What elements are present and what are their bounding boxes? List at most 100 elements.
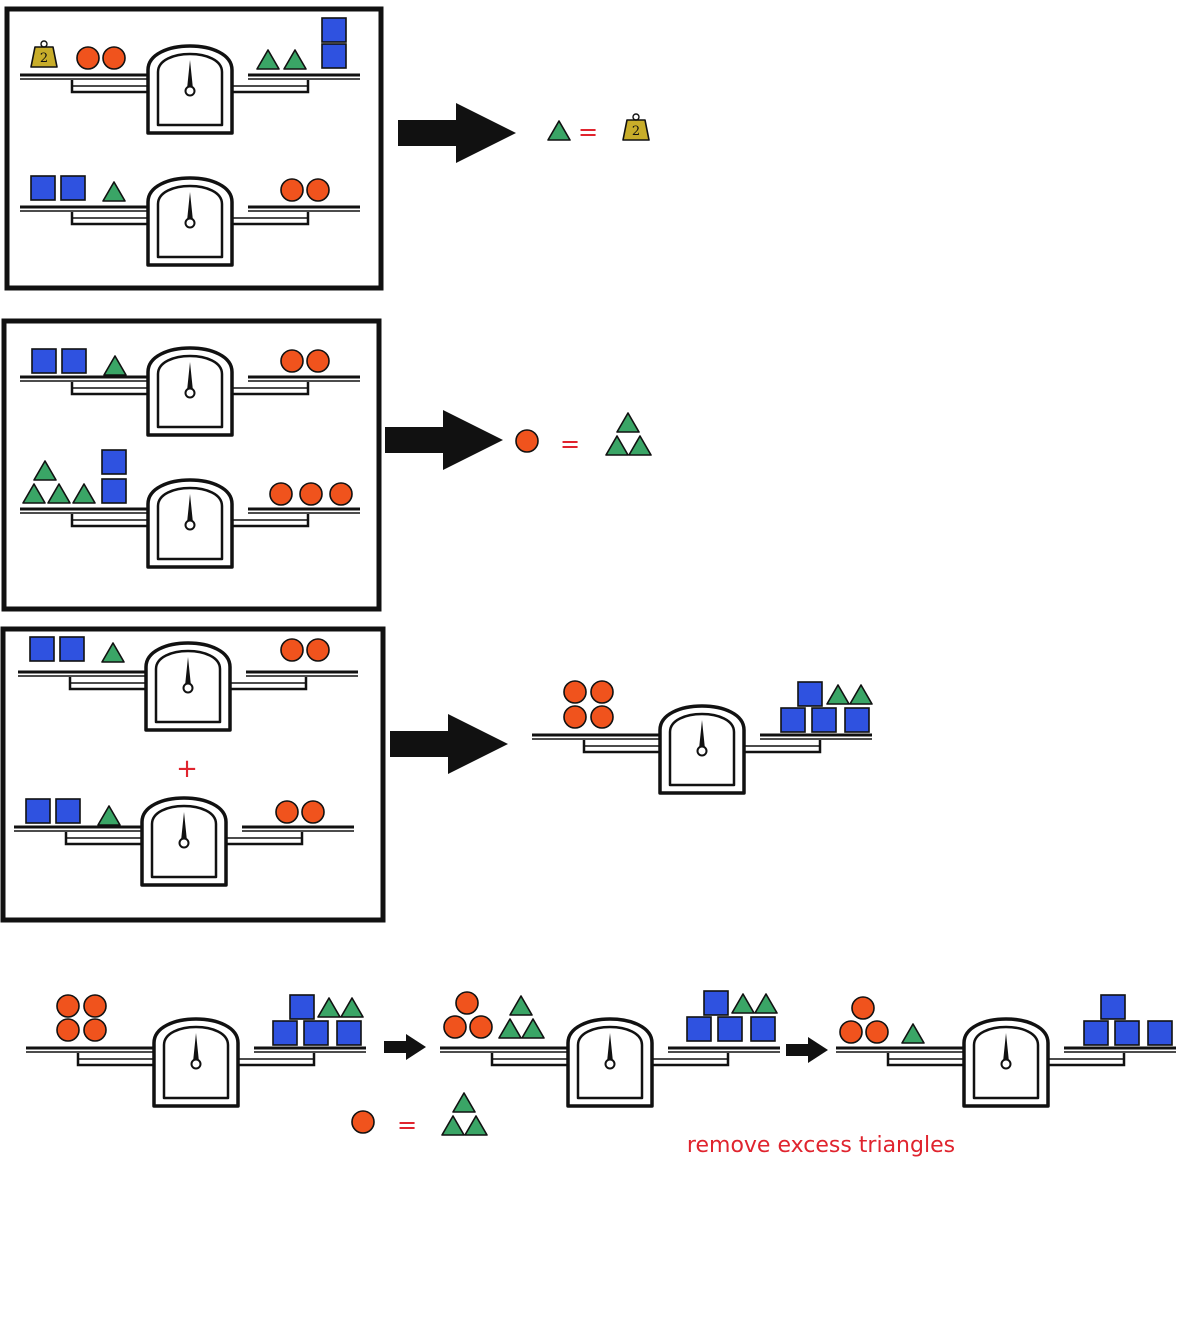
- square-token-icon: [321, 43, 347, 69]
- panel-1-frame: [4, 6, 384, 291]
- circle-token-icon: [299, 482, 323, 506]
- square-token-icon: [30, 175, 56, 201]
- triangle-token-icon: [547, 120, 571, 141]
- step-2-left-pan: [443, 991, 545, 1039]
- step-3-left-pan: [839, 996, 925, 1044]
- arrow-right-icon: [398, 103, 516, 163]
- equals-sign: =: [397, 1111, 417, 1139]
- square-token-icon: [1147, 1020, 1173, 1046]
- arrow-right-icon: [385, 410, 503, 470]
- circle-token-icon: [83, 994, 107, 1018]
- circle-token-icon: [469, 1015, 493, 1039]
- triangle-token-icon: [498, 1018, 522, 1039]
- panel-1-result: =: [547, 113, 650, 146]
- triangle-token-icon: [47, 483, 71, 504]
- triangle-token-icon: [731, 993, 755, 1014]
- equals-sign: =: [578, 118, 598, 146]
- panel-3-result-left-pan: [563, 680, 614, 729]
- triangle-token-icon: [317, 997, 341, 1018]
- square-token-icon: [31, 348, 57, 374]
- circle-token-icon: [306, 638, 330, 662]
- panel-3-frame: [0, 626, 386, 923]
- square-token-icon: [717, 1016, 743, 1042]
- arrow-right-icon: [786, 1037, 828, 1063]
- square-token-icon: [1114, 1020, 1140, 1046]
- panel-3-scale-bottom-left-pan: [25, 798, 121, 826]
- triangle-token-icon: [452, 1092, 476, 1113]
- weight-icon: [622, 113, 650, 141]
- circle-token-icon: [56, 994, 80, 1018]
- circle-token-icon: [306, 178, 330, 202]
- triangle-token-icon: [616, 412, 640, 433]
- panel-1-scale-top-left-pan: [30, 40, 126, 70]
- square-token-icon: [59, 636, 85, 662]
- square-token-icon: [1083, 1020, 1109, 1046]
- step-2-right-pan: [686, 990, 778, 1042]
- step-caption: remove excess triangles: [687, 1133, 955, 1158]
- triangle-token-icon: [103, 355, 127, 376]
- panel-2-frame: [1, 318, 382, 612]
- step-hint: =: [351, 1092, 488, 1139]
- step-1-left-pan: [56, 994, 107, 1042]
- three-triangles: [441, 1092, 488, 1136]
- step-3-right-pan: [1083, 994, 1173, 1046]
- arrow-right-icon: [384, 1034, 426, 1060]
- square-token-icon: [1100, 994, 1126, 1020]
- triangle-token-icon: [826, 684, 850, 705]
- circle-token-icon: [76, 46, 100, 70]
- three-triangles: [605, 412, 652, 456]
- circle-token-icon: [851, 996, 875, 1020]
- triangle-token-icon: [102, 181, 126, 202]
- square-token-icon: [289, 994, 315, 1020]
- triangle-token-icon: [22, 483, 46, 504]
- triangle-token-icon: [283, 49, 307, 70]
- circle-token-icon: [56, 1018, 80, 1042]
- square-token-icon: [25, 798, 51, 824]
- circle-token-icon: [301, 800, 325, 824]
- circle-token-icon: [515, 429, 539, 453]
- triangle-token-icon: [33, 460, 57, 481]
- panel-3-scale-top-left-pan: [29, 636, 125, 663]
- panel-3-scale-bottom-right-pan: [275, 800, 325, 824]
- triangle-token-icon: [441, 1115, 465, 1136]
- circle-token-icon: [280, 638, 304, 662]
- square-token-icon: [336, 1020, 362, 1046]
- triangle-token-icon: [754, 993, 778, 1014]
- panel-1-scale-top: [18, 44, 362, 135]
- square-token-icon: [61, 348, 87, 374]
- circle-token-icon: [329, 482, 353, 506]
- triangle-token-icon: [340, 997, 364, 1018]
- circle-token-icon: [102, 46, 126, 70]
- square-token-icon: [811, 707, 837, 733]
- triangle-token-icon: [97, 805, 121, 826]
- triangle-token-icon: [101, 642, 125, 663]
- square-token-icon: [321, 17, 347, 43]
- circle-token-icon: [280, 178, 304, 202]
- square-token-icon: [703, 990, 729, 1016]
- circle-token-icon: [839, 1020, 863, 1044]
- square-token-icon: [844, 707, 870, 733]
- square-token-icon: [750, 1016, 776, 1042]
- panel-2-scale-bottom-left-pan: [22, 449, 127, 504]
- circle-token-icon: [455, 991, 479, 1015]
- panel-1-scale-bottom-left-pan: [30, 175, 126, 202]
- square-token-icon: [101, 449, 127, 475]
- plus-sign: +: [176, 754, 198, 784]
- triangle-token-icon: [849, 684, 873, 705]
- triangle-token-icon: [256, 49, 280, 70]
- square-token-icon: [272, 1020, 298, 1046]
- circle-token-icon: [563, 680, 587, 704]
- step-1-right-pan: [272, 994, 364, 1046]
- square-token-icon: [686, 1016, 712, 1042]
- panel-1-scale-top-right-pan: [256, 17, 347, 70]
- square-token-icon: [60, 175, 86, 201]
- circle-token-icon: [83, 1018, 107, 1042]
- circle-token-icon: [590, 705, 614, 729]
- panel-2-scale-top-left-pan: [31, 348, 127, 376]
- triangle-token-icon: [72, 483, 96, 504]
- panel-2-result: =: [515, 412, 652, 458]
- equals-sign: =: [560, 430, 580, 458]
- square-token-icon: [303, 1020, 329, 1046]
- panel-3-scale-top-right-pan: [280, 638, 330, 662]
